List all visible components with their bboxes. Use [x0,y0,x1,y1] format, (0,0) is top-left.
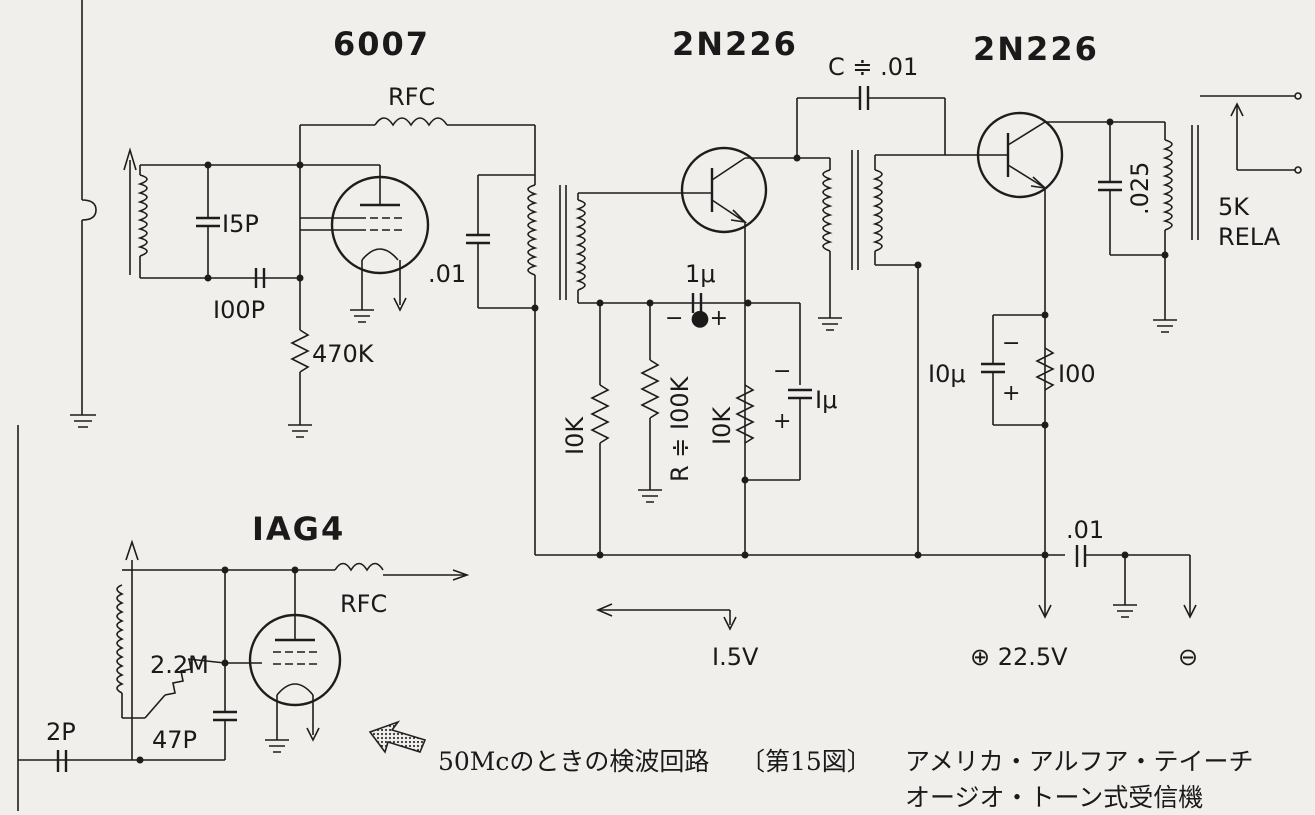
label-15p: I5P [222,210,259,238]
label-10u-plus: + [1002,381,1020,406]
caption-right-2: オージオ・トーン式受信機 [905,783,1203,811]
label-1u-right-minus: − [773,359,791,384]
label-22m: 2.2M [150,651,209,679]
emitter-network [981,311,1055,429]
label-q1: 2N226 [672,25,798,63]
c-1u-top [691,293,703,313]
label-c01-left: .01 [428,260,466,288]
detector-1ag4 [17,425,470,811]
bias-network [590,303,812,555]
label-rfc-bottom: RFC [340,590,387,618]
label-2p: 2P [46,718,76,746]
antenna-left [70,0,97,428]
caption-figure: 〔第15図〕 [740,747,872,776]
label-47p: 47P [152,726,197,754]
label-10u-minus: − [1002,331,1020,356]
label-1-5v: I.5V [712,643,759,671]
tube-6007 [299,125,430,323]
label-1ag4: IAG4 [252,510,345,548]
label-relay: RELA [1218,223,1281,251]
label-c-coupling: C ≑ .01 [828,53,918,81]
input-tank [123,147,304,288]
label-1u-top: 1μ [685,260,716,288]
pointer-arrow [368,720,427,754]
label-10u: I0μ [928,360,966,388]
label-100k: R ≑ I00K [666,375,694,482]
r-470k [288,278,312,438]
label-22-5v: ⊕ 22.5V [970,643,1068,671]
transistor-q2 [976,111,1165,619]
if-transformer-2 [793,86,982,555]
label-q2: 2N226 [973,30,1099,68]
transistor-q1 [680,146,800,555]
supply-bus [534,308,1197,631]
caption-right-1: アメリカ・アルフア・テイーチ [905,747,1254,776]
label-5k: 5K [1218,193,1250,221]
label-100: I00 [1058,360,1096,388]
relay-circuit [1098,92,1302,333]
caption-main: 50Mcのときの検波回路 [438,747,709,776]
rfc-top [300,117,536,175]
label-6007: 6007 [333,25,430,63]
label-10k-a: I0K [561,416,589,455]
label-negative: ⊖ [1178,643,1198,671]
label-10k-b: I0K [708,406,736,445]
label-c01-bottom: .01 [1066,516,1104,544]
label-1u-top-pol: − ●+ [665,306,728,331]
label-1u-right-plus: + [773,409,791,434]
label-025: .025 [1126,162,1154,215]
label-rfc-top: RFC [388,83,435,111]
label-470k: 470K [312,340,375,368]
label-1u-right: Iμ [815,386,837,414]
if-transformer-1 [466,174,800,312]
label-100p: I00P [213,296,265,324]
